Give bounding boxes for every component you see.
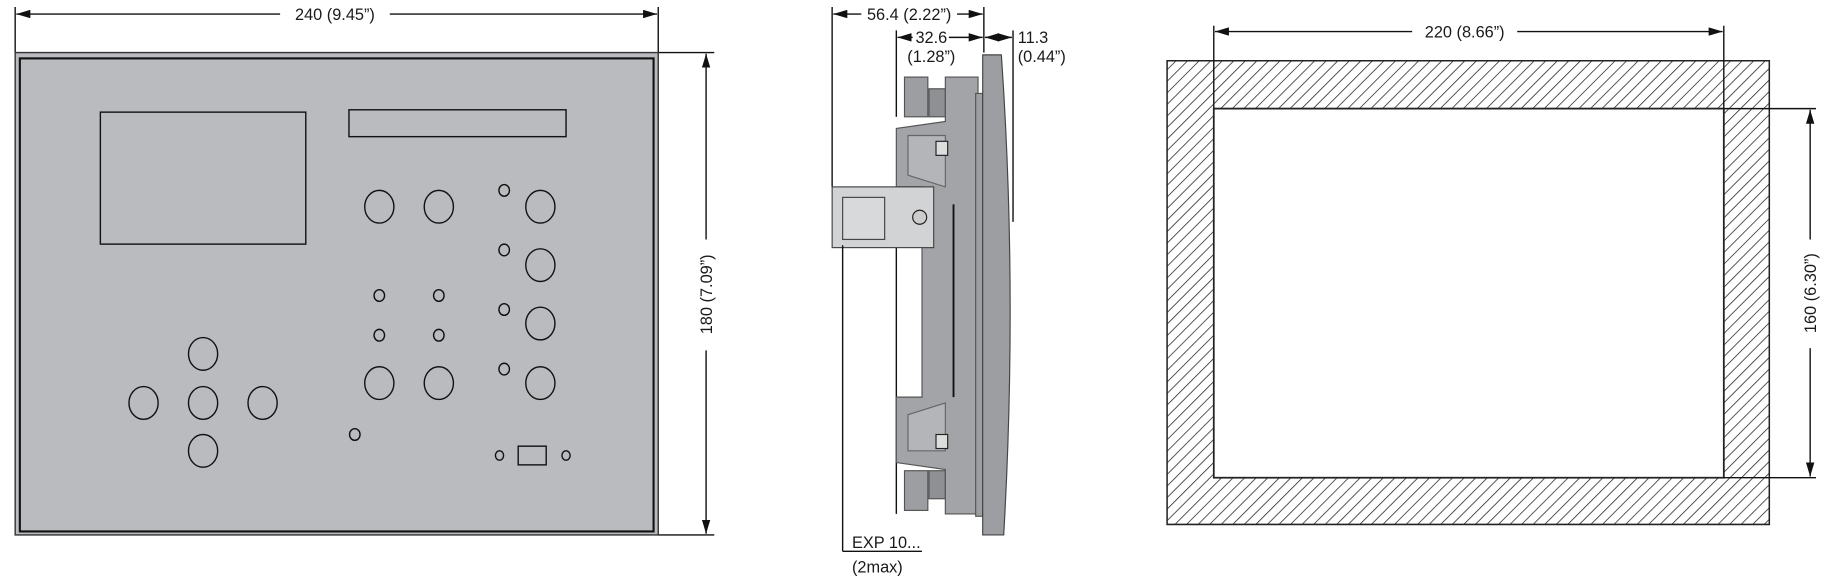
nav-down-hole — [187, 433, 219, 468]
nav-center-hole — [187, 385, 219, 421]
bezel-depth-inch: (0.44”) — [1018, 48, 1066, 66]
front-height-label: 180 (7.09”) — [698, 254, 716, 334]
led-hole — [348, 427, 361, 442]
button-hole — [364, 189, 395, 224]
latch — [935, 140, 949, 156]
side-view: 56.4 (2.22”) 32.6 (1.28”) 11.3 (0.44”) E… — [831, 6, 1066, 576]
bezel-depth-label: 11.3 — [1018, 29, 1049, 47]
led-hole — [494, 450, 505, 461]
front-width-label: 240 (9.45”) — [295, 6, 375, 24]
body-depth-label: 32.6 — [915, 29, 947, 47]
optical-port — [517, 445, 547, 466]
panel-inner-edge — [18, 57, 655, 533]
clamp-screw — [928, 470, 946, 500]
button-hole — [525, 366, 556, 401]
cutout-opening — [1212, 107, 1725, 479]
button-hole — [423, 189, 455, 224]
button-hole — [364, 366, 395, 401]
panel-outer — [14, 51, 659, 536]
led-hole — [432, 288, 445, 303]
body-depth-inch: (1.28”) — [907, 48, 955, 66]
gasket — [975, 92, 984, 517]
led-hole — [498, 183, 511, 197]
module-label: EXP 10... — [852, 534, 921, 552]
cutout-height-label: 160 (6.30”) — [1802, 253, 1820, 333]
led-hole — [498, 243, 511, 257]
button-holes — [128, 189, 556, 468]
led-hole — [498, 362, 511, 376]
panel-cutout-view: 220 (8.66”) 160 (6.30”) — [1166, 23, 1820, 526]
led-hole — [498, 302, 511, 317]
button-hole — [525, 189, 556, 224]
nav-right-hole — [247, 385, 278, 421]
button-hole — [525, 248, 556, 283]
front-view: 240 (9.45”) 180 (7.09”) — [14, 6, 716, 536]
button-hole — [525, 306, 556, 341]
nav-left-hole — [128, 385, 159, 421]
led-holes — [348, 183, 571, 461]
front-bezel — [982, 54, 1011, 536]
module-label-window — [842, 196, 886, 241]
total-depth-label: 56.4 (2.22”) — [867, 6, 951, 24]
led-hole — [373, 288, 386, 303]
module-screw — [912, 209, 928, 225]
label-strip — [348, 109, 567, 138]
led-hole — [373, 328, 386, 342]
latch — [935, 433, 949, 450]
nav-up-hole — [187, 336, 219, 371]
cutout-width-label: 220 (8.66”) — [1425, 23, 1505, 41]
module-note: (2max) — [852, 558, 903, 576]
led-hole — [432, 328, 445, 342]
display-window — [99, 111, 307, 245]
clamp-bottom — [903, 470, 929, 511]
led-hole — [561, 450, 571, 461]
clamp-screw — [928, 88, 946, 118]
button-hole — [423, 366, 455, 401]
clamp-top — [903, 76, 929, 118]
